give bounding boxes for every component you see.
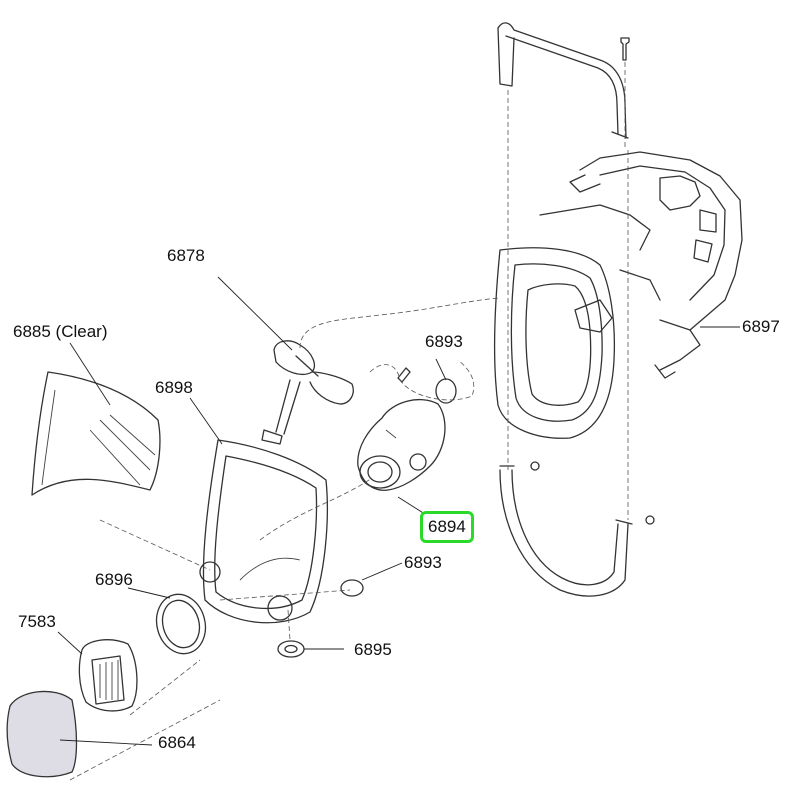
callout-6893-top: 6893 xyxy=(425,332,463,351)
nose-cup xyxy=(357,398,446,491)
head-harness xyxy=(539,151,743,379)
callout-6895: 6895 xyxy=(354,640,392,659)
callout-7583: 7583 xyxy=(18,612,56,631)
top-strap xyxy=(497,22,629,139)
callout-6898: 6898 xyxy=(155,378,193,397)
cartridge xyxy=(78,639,138,712)
callout-6893-bottom: 6893 xyxy=(404,553,442,572)
callout-6878: 6878 xyxy=(167,246,205,265)
callout-6894-highlighted[interactable]: 6894 xyxy=(420,511,474,543)
lower-strap xyxy=(499,461,655,597)
filter-pad xyxy=(6,690,78,778)
callout-6897: 6897 xyxy=(742,317,780,336)
gasket-ring xyxy=(155,593,207,655)
eye-spectacle-kit xyxy=(261,340,354,445)
screw xyxy=(620,37,630,61)
callout-6864: 6864 xyxy=(158,733,196,752)
valve-disc-bottom xyxy=(340,579,364,597)
valve-disc-top xyxy=(397,367,457,404)
lens-assembly xyxy=(199,439,328,624)
callout-6896: 6896 xyxy=(95,570,133,589)
visor-clear xyxy=(31,371,161,496)
face-seal-frame xyxy=(494,247,616,439)
callout-6885-clear: 6885 (Clear) xyxy=(13,322,108,341)
washer xyxy=(277,640,305,658)
